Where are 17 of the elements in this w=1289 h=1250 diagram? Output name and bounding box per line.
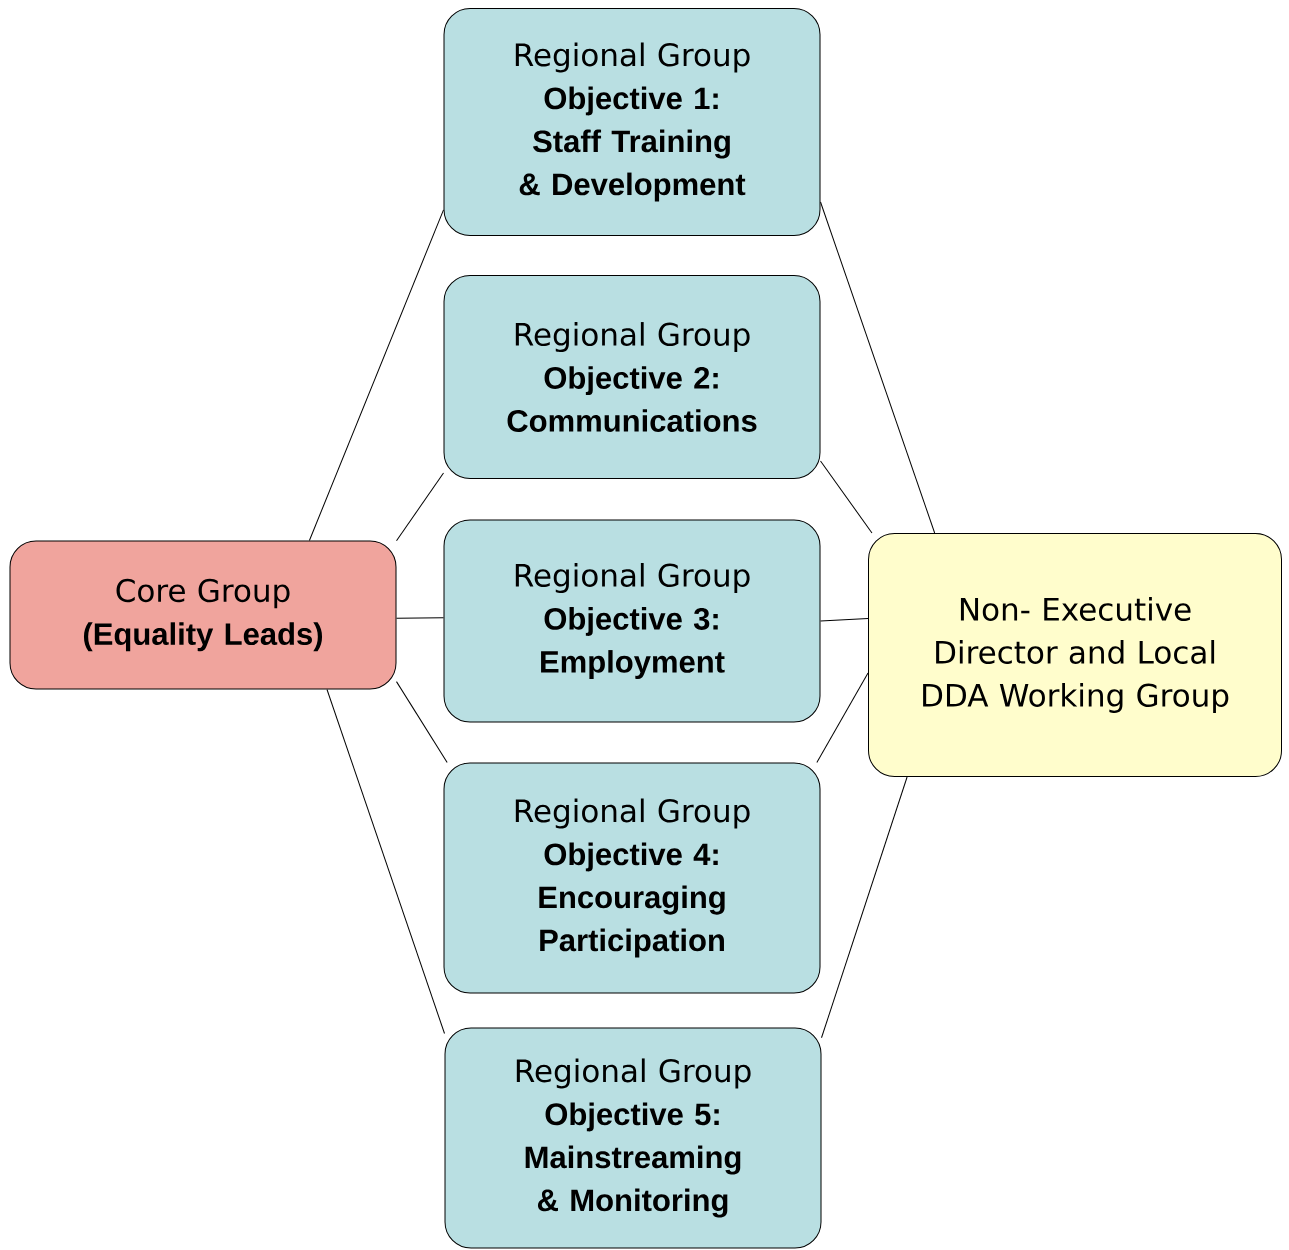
regional-group-box: Regional Group Objective 1: Staff Training & Development bbox=[443, 8, 821, 236]
regional-group-box: Regional Group Objective 2: Communications bbox=[443, 275, 821, 479]
connector-line bbox=[820, 201, 936, 534]
connector-line bbox=[816, 672, 869, 763]
connector-line bbox=[326, 689, 445, 1034]
connector-line bbox=[396, 617, 444, 619]
connector-line bbox=[396, 681, 448, 763]
connector-line bbox=[308, 209, 444, 541]
connector-line bbox=[820, 618, 869, 622]
connector-line bbox=[821, 776, 908, 1039]
regional-group-box: Regional Group Objective 4: Encouraging Participation bbox=[443, 762, 821, 994]
regional-group-box: Regional Group Objective 5: Mainstreaming & Monitoring bbox=[444, 1027, 822, 1249]
connector-line bbox=[820, 460, 873, 534]
connector-line bbox=[396, 472, 444, 542]
working-group-box: Non- Executive Director and Local DDA Working Group bbox=[868, 533, 1282, 777]
core-group-box: Core Group (Equality Leads) bbox=[9, 540, 397, 690]
regional-group-box: Regional Group Objective 3: Employment bbox=[443, 519, 821, 723]
